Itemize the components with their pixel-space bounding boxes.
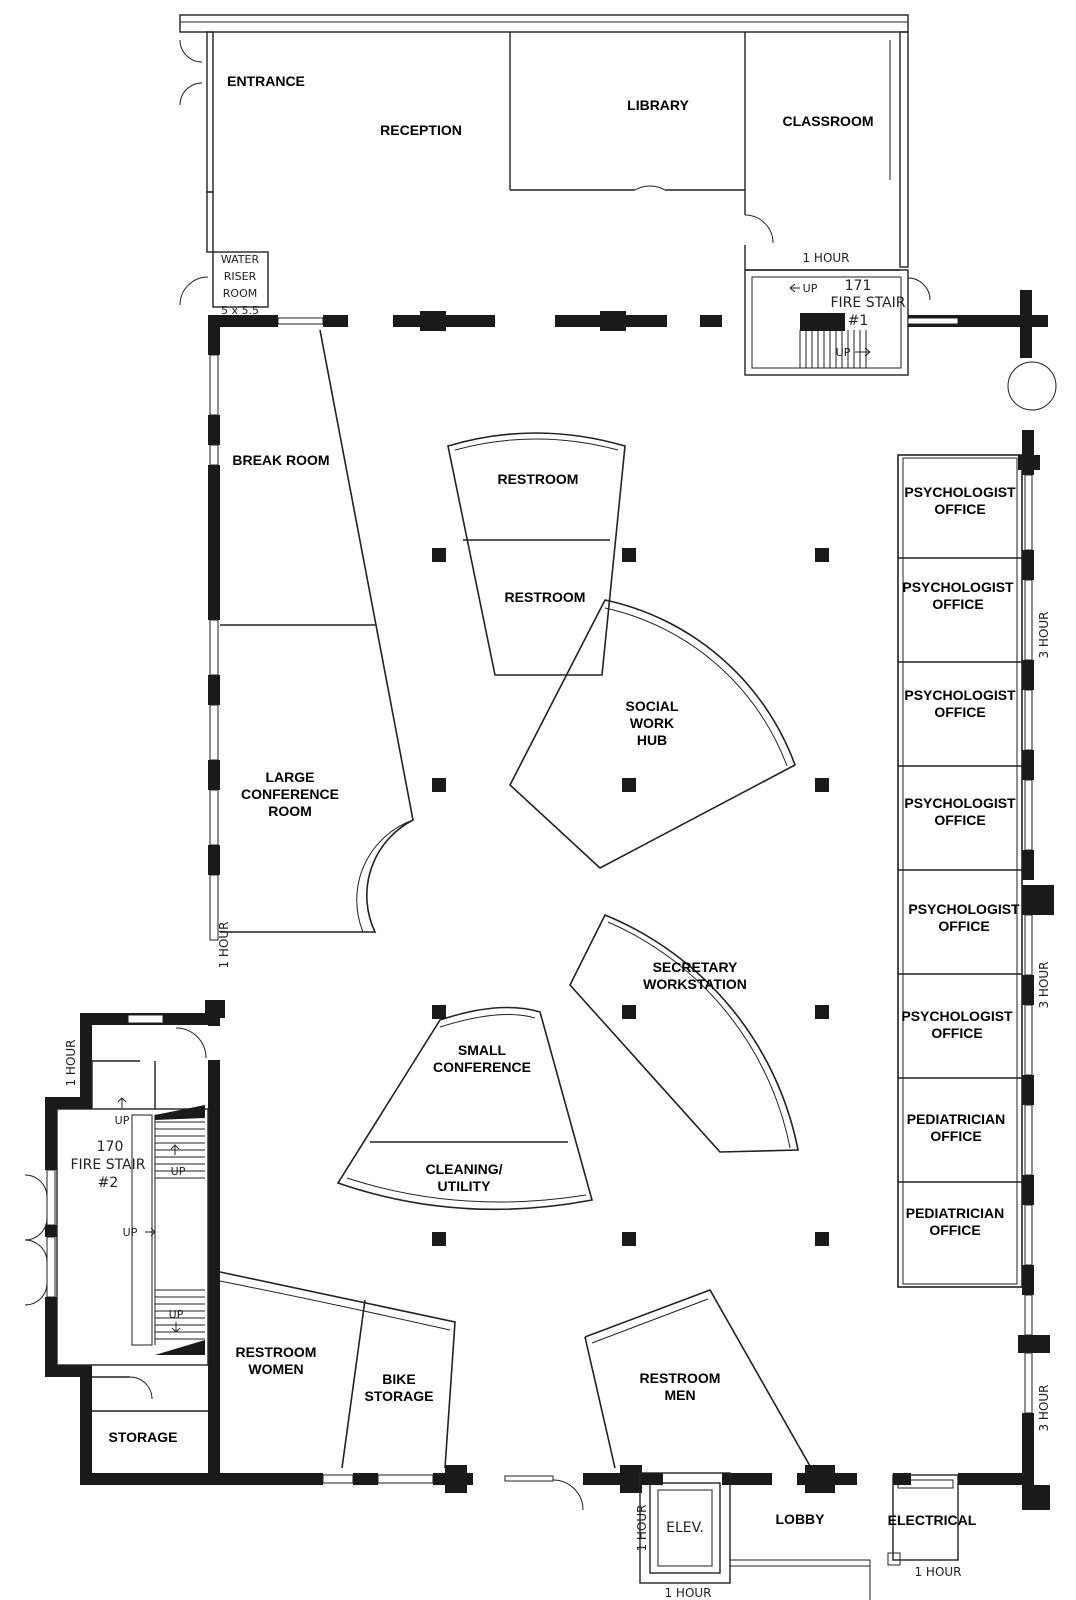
- label-fire-stair1-id: #1: [848, 313, 869, 329]
- label-restroom-a: RESTROOM: [498, 471, 579, 487]
- label-large-conf-3: ROOM: [268, 803, 312, 819]
- up-arrow-icon: [789, 283, 800, 293]
- label-fire-stair2-name: FIRE STAIR: [71, 1157, 146, 1173]
- label-social-2: WORK: [630, 715, 674, 731]
- label-cleaning-2: UTILITY: [438, 1178, 492, 1194]
- fire-rating-notes: 1 HOUR 1 HOUR 1 HOUR 3 HOUR 3 HOUR 3 HOU…: [64, 251, 1051, 1600]
- label-entrance: ENTRANCE: [227, 73, 305, 89]
- label-bike-2: STORAGE: [365, 1388, 434, 1404]
- label-water-riser-1: WATER: [221, 253, 260, 266]
- label-small-conf-2: CONFERENCE: [433, 1059, 531, 1075]
- up-marker-stair2-c: UP: [123, 1226, 138, 1239]
- note-three-hour-1: 3 HOUR: [1037, 611, 1051, 658]
- stair-up-markers: UP UP UP UP UP UP: [115, 282, 871, 1333]
- label-fire-stair2-id: #2: [98, 1175, 119, 1191]
- label-secretary-1: SECRETARY: [653, 959, 738, 975]
- up-arrow-icon: [145, 1227, 156, 1237]
- top-wing-walls: [179, 14, 909, 308]
- label-psych-2a: PSYCHOLOGIST: [902, 579, 1014, 595]
- note-one-hour-elev-bottom: 1 HOUR: [664, 1586, 711, 1600]
- note-one-hour-elev: 1 HOUR: [635, 1504, 649, 1551]
- label-secretary-2: WORKSTATION: [643, 976, 747, 992]
- label-social-3: HUB: [637, 732, 667, 748]
- note-three-hour-2: 3 HOUR: [1037, 961, 1051, 1008]
- label-psych-6a: PSYCHOLOGIST: [901, 1008, 1013, 1024]
- label-pedi-1b: OFFICE: [930, 1128, 981, 1144]
- label-psych-1a: PSYCHOLOGIST: [904, 484, 1016, 500]
- label-electrical: ELECTRICAL: [888, 1512, 977, 1528]
- label-water-riser-3: ROOM: [223, 287, 257, 300]
- up-arrow-icon: [170, 1144, 180, 1155]
- main-outer-walls: [175, 290, 1057, 1511]
- up-marker-stair2-a: UP: [115, 1114, 130, 1127]
- label-restroom-men-2: MEN: [664, 1387, 695, 1403]
- label-pedi-2a: PEDIATRICIAN: [906, 1205, 1005, 1221]
- label-cleaning-1: CLEANING/: [426, 1161, 503, 1177]
- label-elevator: ELEV.: [666, 1520, 704, 1536]
- label-fire-stair2-num: 170: [97, 1139, 124, 1155]
- up-marker-stair2-b: UP: [171, 1165, 186, 1178]
- label-restroom-women-2: WOMEN: [248, 1361, 303, 1377]
- label-water-riser-4: 5 x 5.5: [221, 304, 259, 317]
- label-psych-4a: PSYCHOLOGIST: [904, 795, 1016, 811]
- label-classroom: CLASSROOM: [783, 113, 874, 129]
- label-restroom-women-1: RESTROOM: [236, 1344, 317, 1360]
- up-arrow-icon: [117, 1097, 127, 1108]
- fire-stair-2-annex: [24, 1013, 220, 1485]
- up-marker-stair1-a: UP: [803, 282, 818, 295]
- fire-stair-1: [744, 269, 931, 376]
- structural-columns: [432, 548, 829, 1246]
- label-social-1: SOCIAL: [626, 698, 679, 714]
- up-arrow-icon: [855, 347, 871, 357]
- up-marker-stair2-d: UP: [169, 1308, 184, 1321]
- label-psych-5b: OFFICE: [938, 918, 989, 934]
- note-one-hour-classroom: 1 HOUR: [802, 251, 849, 265]
- label-psych-3b: OFFICE: [934, 704, 985, 720]
- note-three-hour-3: 3 HOUR: [1037, 1384, 1051, 1431]
- label-psych-6b: OFFICE: [931, 1025, 982, 1041]
- label-bike-1: BIKE: [382, 1371, 415, 1387]
- label-fire-stair1-name: FIRE STAIR: [831, 295, 906, 311]
- label-psych-2b: OFFICE: [932, 596, 983, 612]
- label-psych-1b: OFFICE: [934, 501, 985, 517]
- down-arrow-icon: [171, 1322, 181, 1333]
- label-large-conf-1: LARGE: [266, 769, 315, 785]
- label-pedi-2b: OFFICE: [929, 1222, 980, 1238]
- room-labels: ENTRANCE RECEPTION LIBRARY CLASSROOM WAT…: [71, 73, 1021, 1536]
- label-restroom-men-1: RESTROOM: [640, 1370, 721, 1386]
- note-one-hour-west: 1 HOUR: [217, 921, 231, 968]
- note-one-hour-annex: 1 HOUR: [64, 1039, 78, 1086]
- label-lobby: LOBBY: [776, 1511, 826, 1527]
- label-psych-5a: PSYCHOLOGIST: [908, 901, 1020, 917]
- label-psych-3a: PSYCHOLOGIST: [904, 687, 1016, 703]
- label-library: LIBRARY: [627, 97, 689, 113]
- label-storage: STORAGE: [109, 1429, 178, 1445]
- label-fire-stair1-num: 171: [845, 278, 872, 294]
- interior-rooms: [219, 329, 1023, 1600]
- up-marker-stair1-b: UP: [836, 346, 851, 359]
- label-pedi-1a: PEDIATRICIAN: [907, 1111, 1006, 1127]
- label-restroom-b: RESTROOM: [505, 589, 586, 605]
- label-water-riser-2: RISER: [224, 270, 257, 283]
- label-break-room: BREAK ROOM: [232, 452, 329, 468]
- note-one-hour-electrical: 1 HOUR: [914, 1565, 961, 1579]
- label-small-conf-1: SMALL: [458, 1042, 507, 1058]
- label-large-conf-2: CONFERENCE: [241, 786, 339, 802]
- label-reception: RECEPTION: [380, 122, 462, 138]
- label-psych-4b: OFFICE: [934, 812, 985, 828]
